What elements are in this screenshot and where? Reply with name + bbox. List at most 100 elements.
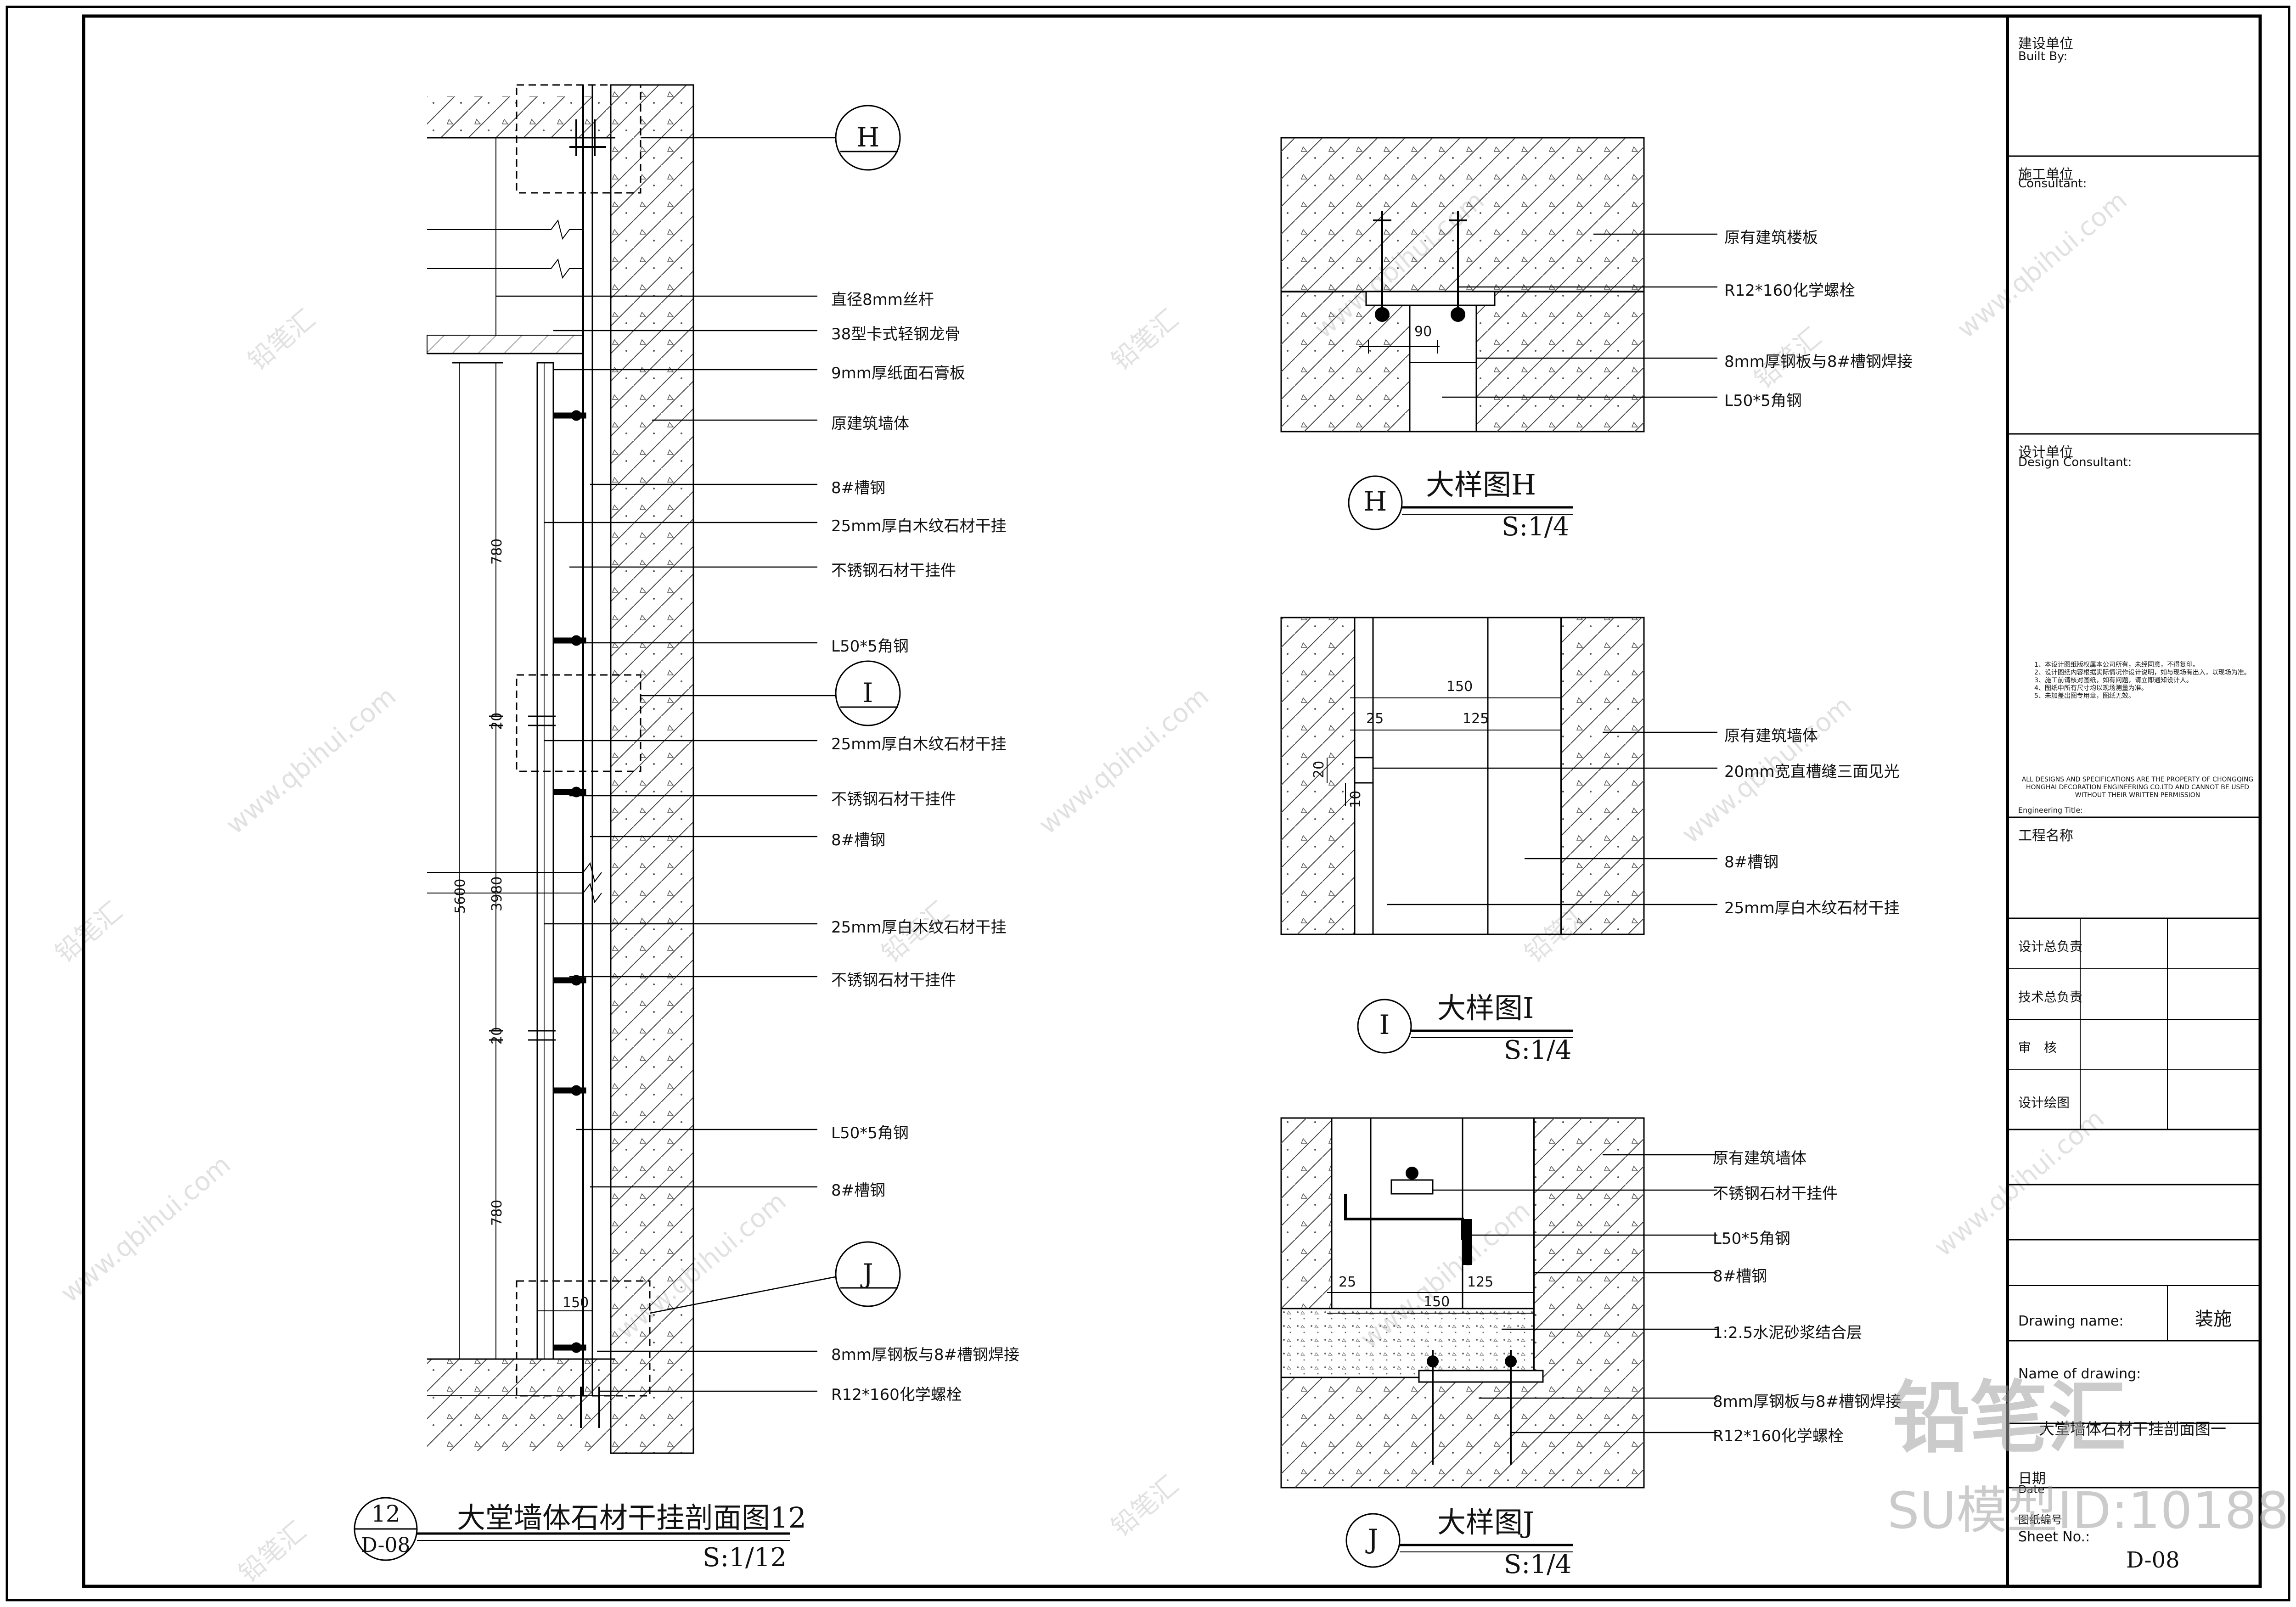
role-review: 审 核 — [2018, 1040, 2057, 1055]
label-slab: 原有建筑楼板 — [1724, 229, 1818, 247]
overlay-watermark-id: SU模型ID:10188 — [1887, 1481, 2289, 1540]
label-plate: 8mm厚钢板与8#槽钢焊接 — [1724, 353, 1913, 371]
detail-j-letter: J — [1367, 1523, 1379, 1555]
label-wall: 原有建筑墙体 — [1724, 727, 1818, 745]
detail-h-title: 大样图H — [1426, 468, 1536, 501]
drawing-type: 装施 — [2195, 1309, 2232, 1330]
date-en: Date — [2018, 1483, 2045, 1496]
label-mortar: 1:2.5水泥砂浆结合层 — [1713, 1324, 1863, 1342]
label-stone: 25mm厚白木纹石材干挂 — [831, 735, 1007, 753]
callout-j-letter: J — [862, 1258, 873, 1289]
detail-j-title: 大样图J — [1437, 1506, 1534, 1539]
design-en: Design Consultant: — [2018, 455, 2132, 469]
detail-j-scale: S:1/4 — [1504, 1550, 1572, 1579]
notes-cn: 1、本设计图纸版权属本公司所有，未经同意，不得复印。 2、设计图纸内容根据实际情… — [2034, 661, 2255, 700]
label-wall: 原有建筑墙体 — [1713, 1149, 1806, 1168]
design-cn: 设计单位 — [2018, 444, 2073, 461]
dim-25: 25 — [1339, 1274, 1356, 1290]
note-line: 2、设计图纸内容根据实际情况作设计说明，如与现场有出入，以现场为准。 — [2034, 669, 2251, 676]
label-channel: 8#槽钢 — [831, 1181, 886, 1200]
note-line: 3、施工前请核对图纸，如有问题，请立即通知设计人。 — [2034, 677, 2193, 684]
label-rod: 直径8mm丝杆 — [831, 291, 934, 309]
label-channel: 8#槽钢 — [1713, 1267, 1767, 1286]
label-hanger: 不锈钢石材干挂件 — [831, 971, 956, 989]
consultant-en: Consultant: — [2018, 177, 2087, 191]
section-title: 大堂墙体石材干挂剖面图12 — [457, 1501, 806, 1534]
dim-25: 25 — [1366, 711, 1384, 727]
title-block-grid — [2008, 155, 2260, 1489]
label-stone: 25mm厚白木纹石材干挂 — [831, 517, 1007, 535]
sheet-no-en: Sheet No.: — [2018, 1529, 2090, 1545]
detail-h-letter: H — [1363, 486, 1387, 517]
consultant-cn: 施工单位 — [2018, 167, 2073, 183]
label-wall: 原建筑墙体 — [831, 415, 909, 433]
dim-bottom: 780 — [489, 1199, 505, 1226]
role-drafter: 设计绘图 — [2018, 1095, 2070, 1110]
dim-125: 125 — [1467, 1274, 1494, 1290]
drawing-name-label: Drawing name: — [2018, 1313, 2124, 1329]
role-design-lead: 设计总负责 — [2018, 939, 2083, 954]
notes-en: ALL DESIGNS AND SPECIFICATIONS ARE THE P… — [2021, 776, 2254, 799]
label-channel: 8#槽钢 — [831, 479, 886, 497]
detail-h-geometry — [1280, 137, 1717, 530]
label-groove: 20mm宽直槽缝三面见光 — [1724, 763, 1900, 781]
overlay-watermark-logo: 铅笔汇 — [1892, 1373, 2127, 1464]
detail-j-geometry — [1280, 1117, 1717, 1568]
note-line: 5、未加盖出图专用章，图纸无效。 — [2034, 692, 2135, 700]
detail-h-scale: S:1/4 — [1502, 512, 1570, 542]
label-stone: 25mm厚白木纹石材干挂 — [831, 918, 1007, 937]
label-channel: 8#槽钢 — [1724, 853, 1779, 871]
role-tech-lead: 技术总负责 — [2018, 989, 2083, 1005]
note-line: 1、本设计图纸版权属本公司所有，未经同意，不得复印。 — [2034, 661, 2199, 669]
project-name-label: 工程名称 — [2018, 828, 2073, 844]
label-gypsum: 9mm厚纸面石膏板 — [831, 364, 965, 382]
label-hanger: 不锈钢石材干挂件 — [831, 562, 956, 580]
dim-top: 780 — [489, 538, 505, 565]
label-angle: L50*5角钢 — [831, 637, 909, 656]
detail-i-letter: I — [1379, 1009, 1390, 1040]
section-scale: S:1/12 — [703, 1543, 787, 1573]
section-callout-number: 12 — [371, 1500, 400, 1527]
label-angle: L50*5角钢 — [1713, 1230, 1790, 1248]
detail-i-geometry — [1280, 617, 1717, 1054]
dim-total: 5600 — [452, 878, 468, 914]
label-plate: 8mm厚钢板与8#槽钢焊接 — [1713, 1393, 1901, 1411]
label-keel: 38型卡式轻钢龙骨 — [831, 325, 961, 343]
name-of-drawing-label: Name of drawing: — [2018, 1366, 2141, 1382]
built-by-cn: 建设单位 — [2018, 36, 2073, 52]
dim-150: 150 — [1446, 679, 1473, 695]
label-channel: 8#槽钢 — [831, 831, 886, 849]
engineering-title: Engineering Title: — [2018, 806, 2083, 815]
label-hanger: 不锈钢石材干挂件 — [831, 790, 956, 809]
label-bolt: R12*160化学螺栓 — [1713, 1427, 1844, 1445]
section-callout-sheet: D-08 — [361, 1534, 411, 1557]
dim-125: 125 — [1463, 711, 1489, 727]
label-angle: L50*5角钢 — [1724, 392, 1802, 410]
sheet-border — [6, 6, 2290, 1601]
dim-width: 150 — [563, 1295, 589, 1311]
dim-gap: 20 — [489, 1027, 505, 1045]
dim-gap: 20 — [489, 712, 505, 730]
note-line: 4、图纸中所有尺寸均以现场测量为准。 — [2034, 685, 2148, 692]
dim-90: 90 — [1414, 324, 1432, 340]
dim-150: 150 — [1424, 1294, 1450, 1310]
date-cn: 日期 — [2018, 1471, 2046, 1487]
dim-mid: 3980 — [489, 876, 505, 911]
built-by-en: Built By: — [2018, 50, 2068, 63]
label-stone: 25mm厚白木纹石材干挂 — [1724, 899, 1900, 917]
section-12-geometry — [354, 84, 901, 1561]
label-hanger: 不锈钢石材干挂件 — [1713, 1185, 1838, 1203]
sheet-number: D-08 — [2126, 1547, 2180, 1573]
detail-i-title: 大样图I — [1437, 991, 1534, 1025]
label-plate: 8mm厚钢板与8#槽钢焊接 — [831, 1346, 1019, 1364]
callout-i-letter: I — [862, 677, 873, 708]
drawing-frame — [82, 14, 2262, 1588]
dim-10: 10 — [1348, 790, 1364, 808]
callout-h-letter: H — [856, 122, 880, 153]
label-bolt: R12*160化学螺栓 — [831, 1386, 962, 1404]
label-angle: L50*5角钢 — [831, 1124, 909, 1142]
dim-20: 20 — [1311, 760, 1327, 778]
detail-i-scale: S:1/4 — [1504, 1035, 1572, 1065]
sheet-no-cn: 图纸编号 — [2018, 1513, 2062, 1526]
